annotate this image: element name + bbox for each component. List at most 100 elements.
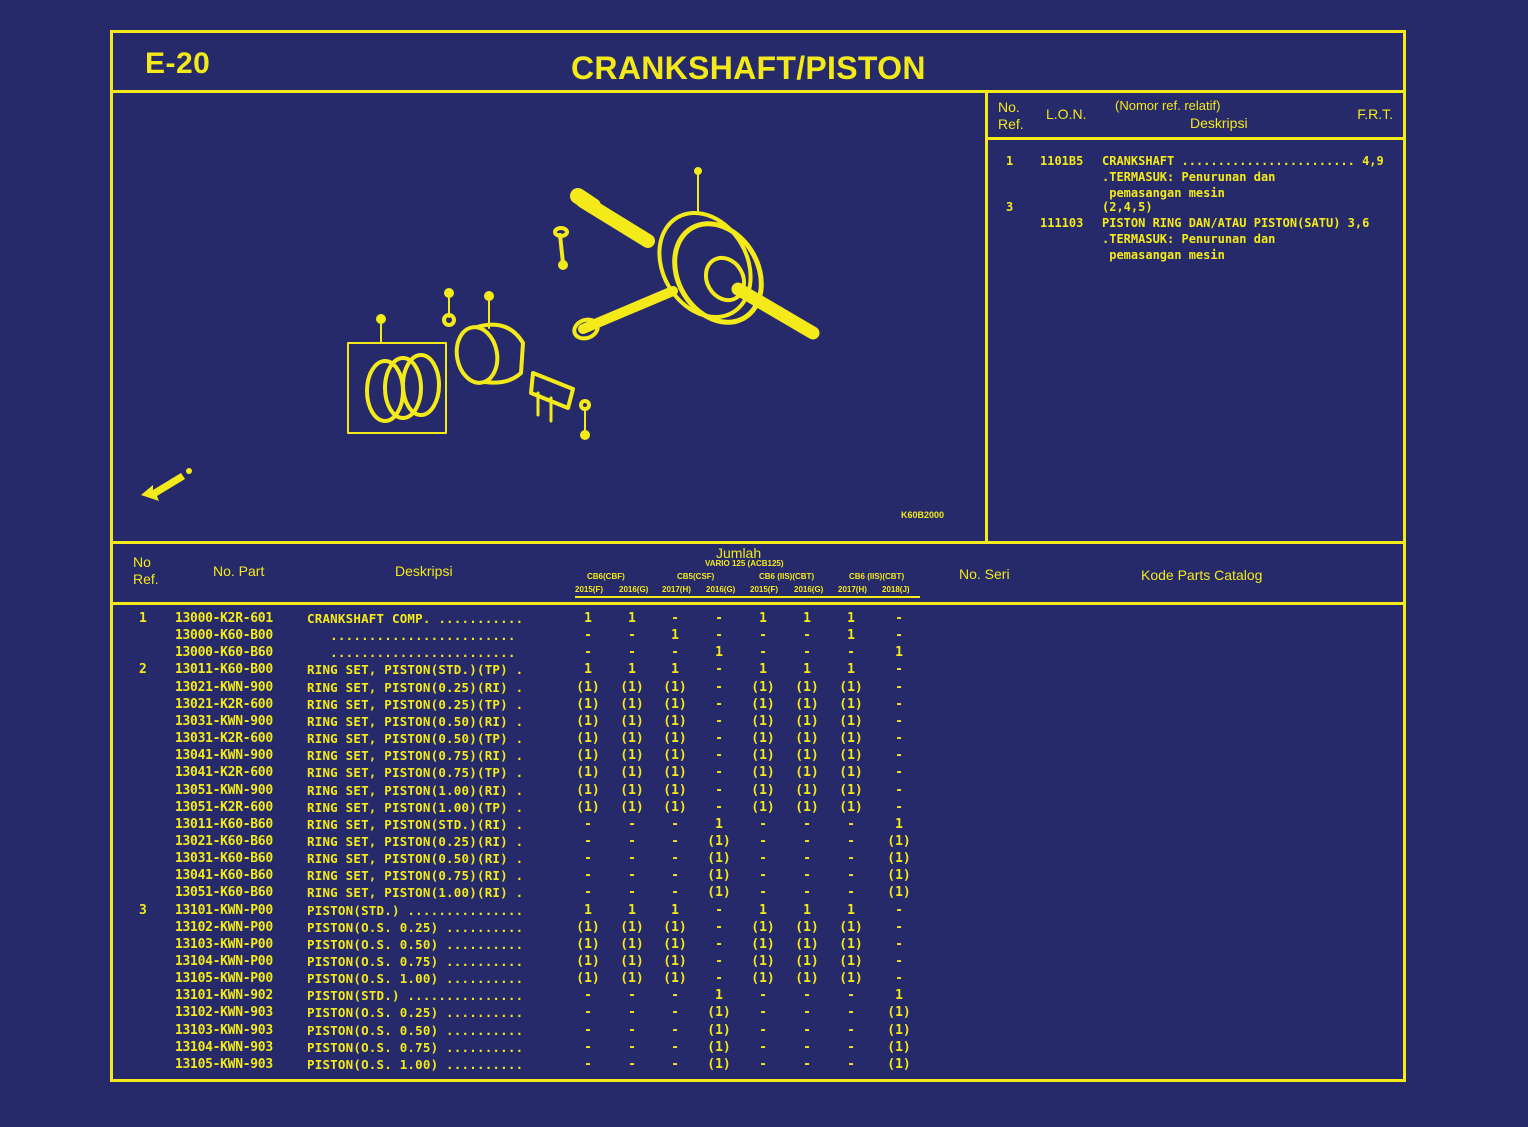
row-quantity: - <box>847 1022 855 1038</box>
quantity-col-3: 2017(H) <box>662 585 691 594</box>
row-quantity: 1 <box>628 611 636 626</box>
row-quantity: - <box>847 988 855 1004</box>
frt-desc: CRANKSHAFT ........................ 4,9 <box>1102 154 1384 168</box>
row-quantity: - <box>895 902 903 918</box>
row-quantity: (1) <box>620 748 644 764</box>
row-quantity: - <box>895 696 903 712</box>
quantity-col-5: 2015(F) <box>750 585 779 594</box>
row-quantity: - <box>715 782 723 798</box>
parts-table-header: No Ref. No. Part Deskripsi Jumlah VARIO … <box>113 541 1403 605</box>
row-quantity: (1) <box>751 971 775 987</box>
row-quantity: (1) <box>620 765 644 781</box>
row-quantity: (1) <box>751 748 775 764</box>
row-quantity: (1) <box>576 748 600 764</box>
parts-header-quantity: Jumlah <box>716 545 762 561</box>
row-quantity: (1) <box>663 713 687 729</box>
row-quantity: (1) <box>576 971 600 987</box>
row-quantity: (1) <box>795 679 819 695</box>
row-quantity: 1 <box>847 611 855 626</box>
parts-table-row: 13000-K60-B60 ........................--… <box>113 645 1403 662</box>
row-ref-number: 2 <box>139 662 147 678</box>
row-quantity: - <box>759 868 767 884</box>
row-quantity: - <box>759 816 767 832</box>
row-description: ........................ <box>307 628 516 644</box>
row-quantity: (1) <box>576 799 600 815</box>
page-code: E-20 <box>145 47 211 80</box>
row-quantity: (1) <box>620 919 644 935</box>
row-quantity: 1 <box>803 902 811 918</box>
row-quantity: (1) <box>707 833 731 849</box>
frt-desc: pemasangan mesin <box>1102 248 1225 262</box>
row-quantity: 1 <box>715 816 723 832</box>
row-quantity: - <box>628 1005 636 1021</box>
row-quantity: - <box>584 1022 592 1038</box>
frt-table-header: No. Ref. L.O.N. (Nomor ref. relatif) Des… <box>988 93 1403 140</box>
row-quantity: - <box>584 1039 592 1055</box>
row-quantity: (1) <box>751 713 775 729</box>
parts-header-catalog-code: Kode Parts Catalog <box>1141 567 1263 583</box>
parts-table-row: 13041-K60-B60 RING SET, PISTON(0.75)(RI) … <box>113 868 1403 885</box>
row-quantity: - <box>895 799 903 815</box>
row-quantity: - <box>895 765 903 781</box>
title-bar: E-20 CRANKSHAFT/PISTON <box>113 33 1403 93</box>
row-quantity: (1) <box>663 748 687 764</box>
row-quantity: 1 <box>847 662 855 678</box>
row-quantity: 1 <box>895 645 903 661</box>
row-description: ........................ <box>307 645 516 661</box>
row-quantity: - <box>803 885 811 901</box>
row-quantity: - <box>715 748 723 764</box>
row-quantity: (1) <box>751 799 775 815</box>
row-description: RING SET, PISTON(0.75)(RI) . <box>307 748 524 764</box>
row-quantity: (1) <box>620 799 644 815</box>
row-quantity: - <box>584 833 592 849</box>
row-description: PISTON(STD.) ............... <box>307 988 524 1004</box>
row-quantity: (1) <box>576 954 600 969</box>
row-description: PISTON(O.S. 0.50) .......... <box>307 1022 524 1038</box>
row-quantity: 1 <box>759 662 767 678</box>
frt-desc: (2,4,5) <box>1102 200 1153 214</box>
row-quantity: - <box>803 851 811 867</box>
row-part-number: 13105-KWN-903 <box>175 1056 273 1072</box>
row-quantity: (1) <box>576 919 600 935</box>
parts-header-ref-line1: No <box>133 554 151 570</box>
row-quantity: - <box>803 816 811 832</box>
row-part-number: 13104-KWN-903 <box>175 1039 273 1055</box>
row-description: RING SET, PISTON(STD.)(RI) . <box>307 816 524 832</box>
row-part-number: 13011-K60-B60 <box>175 816 273 832</box>
row-quantity: - <box>671 611 679 626</box>
row-quantity: - <box>759 833 767 849</box>
row-quantity: - <box>715 713 723 729</box>
row-quantity: - <box>847 816 855 832</box>
row-quantity: - <box>715 696 723 712</box>
row-quantity: - <box>847 1056 855 1072</box>
row-quantity: (1) <box>839 971 863 987</box>
row-quantity: - <box>847 1039 855 1055</box>
row-quantity: - <box>715 954 723 969</box>
row-quantity: (1) <box>620 954 644 969</box>
row-quantity: - <box>584 851 592 867</box>
row-quantity: 1 <box>847 628 855 644</box>
row-quantity: - <box>584 1056 592 1072</box>
row-quantity: - <box>895 971 903 987</box>
row-quantity: - <box>803 988 811 1004</box>
row-quantity: (1) <box>620 713 644 729</box>
row-quantity: - <box>803 1022 811 1038</box>
row-quantity: (1) <box>839 679 863 695</box>
row-quantity: (1) <box>576 936 600 952</box>
row-quantity: (1) <box>839 748 863 764</box>
row-quantity: - <box>715 919 723 935</box>
row-quantity: - <box>895 713 903 729</box>
row-quantity: (1) <box>707 1005 731 1021</box>
row-description: RING SET, PISTON(0.75)(RI) . <box>307 868 524 884</box>
row-quantity: - <box>628 1022 636 1038</box>
page-title: CRANKSHAFT/PISTON <box>571 50 926 86</box>
parts-header-model: VARIO 125 (ACB125) <box>705 559 784 568</box>
row-description: PISTON(O.S. 1.00) .......... <box>307 1056 524 1072</box>
row-part-number: 13041-K60-B60 <box>175 868 273 884</box>
